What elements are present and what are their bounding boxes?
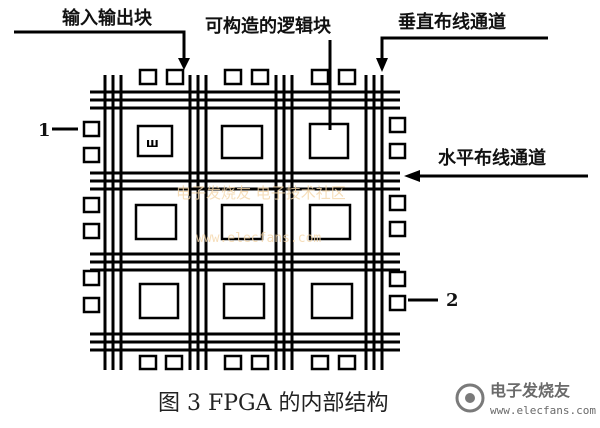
io-block-top-4 [250, 68, 270, 86]
horizontal-channel-3 [90, 252, 400, 272]
io-block-bottom-6 [337, 354, 357, 371]
logic-block-r1c2 [209, 112, 273, 170]
logic-block-label: 可构造的逻辑块 [205, 15, 332, 37]
vertical-routing-channels [103, 75, 384, 370]
io-block-top-3 [223, 68, 243, 86]
watermark-line-1: 电子发烧友 电子技术社区 [176, 184, 346, 202]
horizontal-channel-2 [90, 171, 400, 191]
vertical-channel-3 [274, 75, 294, 370]
logo-icon [455, 383, 485, 413]
io-block-top-1 [138, 68, 158, 86]
arrow-down-icon [376, 58, 388, 72]
io-block-label: 输入输出块 [62, 7, 153, 29]
logic-block-grid: ш [124, 112, 363, 331]
callout-io-block: 输入输出块 [14, 7, 190, 70]
io-block-bottom-4 [250, 354, 270, 371]
io-block-bottom-5 [310, 354, 330, 371]
io-block-left-4 [82, 222, 101, 240]
figure-caption: 图 3 FPGA 的内部结构 [158, 391, 389, 416]
logic-block-r1c1: ш [124, 112, 188, 170]
io-block-right-3 [388, 194, 407, 212]
io-block-left-1 [82, 120, 101, 138]
watermark: 电子发烧友 电子技术社区 www.elecfans.com [176, 184, 346, 246]
io-block-right-2 [388, 142, 407, 160]
io-block-right-5 [388, 270, 407, 288]
io-block-top-5 [310, 68, 330, 86]
marker-2: 2 [408, 290, 459, 311]
arrow-down-icon [178, 58, 190, 70]
horizontal-channel-4 [90, 332, 400, 352]
io-block-bottom-2 [164, 354, 184, 371]
io-block-right-1 [388, 116, 407, 134]
io-block-top-6 [337, 68, 357, 86]
vertical-channel-2 [188, 75, 208, 370]
logic-block-r3c3 [295, 274, 363, 331]
io-block-right-4 [388, 220, 407, 238]
callout-logic-block: 可构造的逻辑块 [205, 15, 332, 130]
vertical-channel-1 [103, 75, 123, 370]
watermark-line-2: www.elecfans.com [196, 231, 321, 246]
vertical-channel-4 [364, 75, 384, 370]
io-block-right-6 [388, 294, 407, 312]
io-block-bottom-1 [138, 354, 158, 371]
horizontal-channel-1 [90, 90, 400, 110]
logic-block-r2c3 [295, 193, 363, 251]
logic-block-r3c1 [124, 274, 188, 331]
io-block-left-5 [82, 269, 101, 287]
callout-vertical-channel: 垂直布线通道 [376, 11, 548, 72]
cell-mark: ш [146, 136, 159, 150]
io-block-left-6 [82, 296, 101, 314]
logic-block-r3c2 [209, 274, 273, 331]
marker-1-label: 1 [38, 120, 51, 141]
horizontal-channel-label: 水平布线通道 [438, 147, 546, 169]
io-blocks [82, 68, 407, 371]
horizontal-routing-channels [90, 90, 400, 352]
io-block-left-3 [82, 196, 101, 214]
callout-horizontal-channel: 水平布线通道 [404, 147, 588, 182]
logo-url: www.elecfans.com [490, 404, 596, 417]
logic-block-r1c3 [295, 112, 363, 170]
site-logo: 电子发烧友 www.elecfans.com [455, 381, 596, 417]
marker-2-label: 2 [446, 290, 459, 311]
logo-name: 电子发烧友 [490, 381, 571, 400]
arrow-left-icon [404, 170, 420, 182]
io-block-bottom-3 [223, 354, 243, 371]
io-block-left-2 [82, 146, 101, 164]
io-block-top-2 [165, 68, 185, 86]
vertical-channel-label: 垂直布线通道 [398, 11, 506, 33]
logic-block-r2c2 [209, 193, 273, 251]
logic-block-r2c1 [124, 193, 188, 251]
marker-1: 1 [38, 120, 78, 141]
